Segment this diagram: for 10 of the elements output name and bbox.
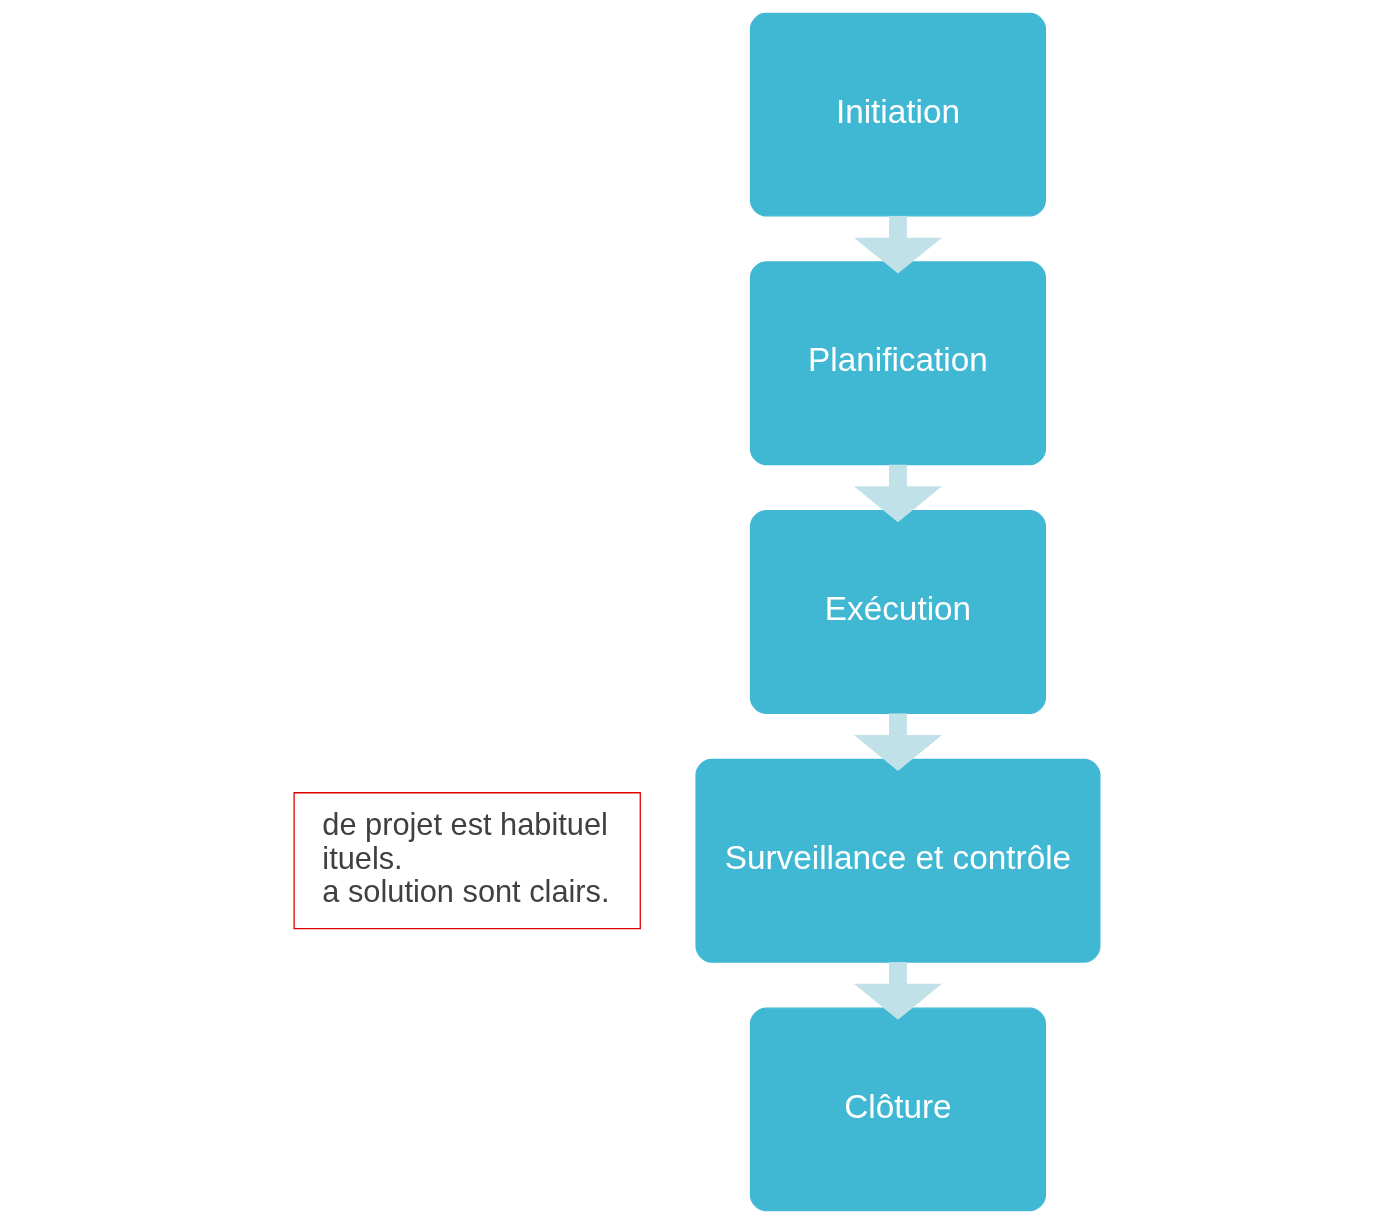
- node-box: Surveillance et contrôle: [695, 758, 1101, 963]
- node-box: Exécution: [749, 510, 1047, 714]
- arrow: [853, 215, 942, 274]
- arrow: [853, 962, 942, 1020]
- node-box: Initiation: [749, 12, 1047, 217]
- node-box: de projet est habituel ituels. a solution sont clairs.: [293, 792, 641, 930]
- arrow: [853, 464, 942, 523]
- node-box: Clôture: [749, 1007, 1047, 1212]
- arrow: [853, 713, 942, 771]
- node-box: Planification: [749, 261, 1047, 466]
